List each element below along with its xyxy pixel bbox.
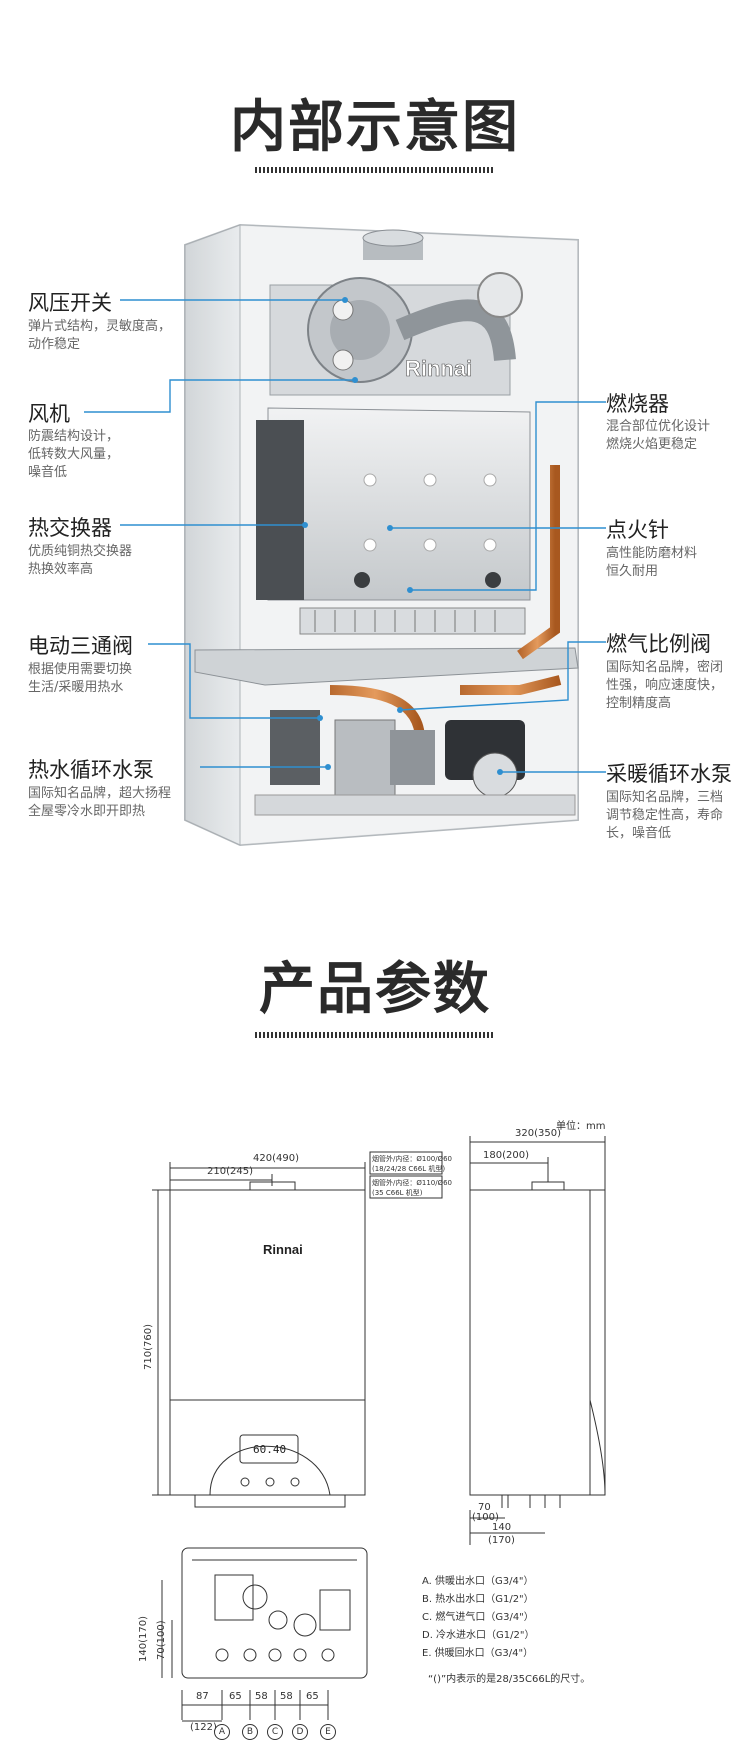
dim-front-half-width: 210(245) [207, 1166, 253, 1177]
section-title-internal: 内部示意图 [230, 95, 520, 160]
port-c-marker: C [267, 1724, 283, 1740]
label-fan: 风机 [28, 402, 70, 426]
dim-bottom-offset: (122) [190, 1722, 217, 1733]
desc-gas-proportional-valve: 国际知名品牌，密闭 性强，响应速度快， 控制精度高 [606, 660, 724, 711]
port-legend-d: D. 冷水进水口（G1/2"） [422, 1630, 535, 1641]
port-legend-a: A. 供暖出水口（G3/4"） [422, 1576, 534, 1587]
unit-label: 单位：mm [556, 1121, 606, 1132]
desc-ignition-pin: 高性能防磨材料 恒久耐用 [606, 546, 698, 579]
front-brand-logo: Rinnai [263, 1242, 303, 1257]
desc-air-pressure-switch: 弹片式结构，灵敏度高， 动作稳定 [28, 319, 172, 352]
port-d-marker: D [292, 1724, 308, 1740]
dim-spacing-1: 87 [196, 1691, 209, 1702]
dim-bottom-140: 140(170) [138, 1616, 149, 1662]
label-ignition-pin: 点火针 [606, 518, 669, 542]
section-title-parameters: 产品参数 [259, 957, 491, 1022]
desc-heat-exchanger: 优质纯铜热交换器 热换效率高 [28, 544, 133, 577]
dim-front-height: 710(760) [143, 1324, 154, 1370]
dim-side-140: 140 [492, 1522, 512, 1533]
dimension-footnote: “()”内表示的是28/35C66L的尺寸。 [428, 1674, 591, 1685]
port-legend-b: B. 热水出水口（G1/2"） [422, 1594, 534, 1605]
dim-side-170: (170) [488, 1535, 515, 1546]
side-view-body [469, 1189, 606, 1496]
air-pressure-switch [477, 272, 523, 318]
label-burner: 燃烧器 [606, 392, 669, 416]
dim-spacing-3: 58 [255, 1691, 268, 1702]
title-underline [255, 167, 495, 173]
dim-spacing-5: 65 [306, 1691, 319, 1702]
desc-hot-water-pump: 国际知名品牌，超大扬程 全屋零冷水即开即热 [28, 786, 172, 819]
flue-note-1b: (18/24/28 C66L 机型) [372, 1165, 446, 1173]
dim-side-100: (100) [472, 1512, 499, 1523]
port-a-marker: A [214, 1724, 230, 1740]
label-heat-exchanger: 热交换器 [28, 516, 112, 540]
port-legend-c: C. 燃气进气口（G3/4"） [422, 1612, 534, 1623]
dim-spacing-2: 65 [229, 1691, 242, 1702]
flue-note-2: 烟管外/内径：Ø110/Ø60 [372, 1179, 453, 1187]
label-three-way-valve: 电动三通阀 [28, 634, 133, 658]
label-hot-water-pump: 热水循环水泵 [28, 758, 154, 782]
dim-side-70: 70 [478, 1502, 491, 1513]
dim-front-width: 420(490) [253, 1153, 299, 1164]
desc-fan: 防震结构设计， 低转数大风量， 噪音低 [28, 429, 120, 480]
gas-valve [390, 730, 435, 785]
label-heating-pump: 采暖循环水泵 [606, 762, 732, 786]
desc-heating-pump: 国际知名品牌，三档 调节稳定性高，寿命 长，噪音低 [606, 790, 724, 841]
three-way-valve [270, 710, 320, 785]
label-gas-proportional-valve: 燃气比例阀 [606, 632, 711, 656]
brand-logo: Rinnai [405, 356, 472, 381]
desc-three-way-valve: 根据使用需要切换 生活/采暖用热水 [28, 662, 133, 695]
label-air-pressure-switch: 风压开关 [28, 291, 112, 315]
flue-note-2b: (35 C66L 机型) [372, 1189, 423, 1197]
boiler-internal-illustration: Rinnai [84, 223, 606, 847]
flue-note-1: 烟管外/内径：Ø100/Ø60 [372, 1155, 453, 1163]
dim-side-flue-offset: 180(200) [483, 1150, 529, 1161]
port-e-marker: E [320, 1724, 336, 1740]
front-display: 60.40 [253, 1443, 286, 1456]
port-legend-e: E. 供暖回水口（G3/4"） [422, 1648, 534, 1659]
dim-side-depth: 320(350) [515, 1128, 561, 1139]
dim-spacing-4: 58 [280, 1691, 293, 1702]
desc-burner: 混合部位优化设计 燃烧火焰更稳定 [606, 419, 711, 452]
title-underline-2 [255, 1032, 495, 1038]
bottom-view-body [181, 1547, 368, 1679]
port-b-marker: B [242, 1724, 258, 1740]
dim-bottom-70: 70(100) [156, 1620, 167, 1660]
